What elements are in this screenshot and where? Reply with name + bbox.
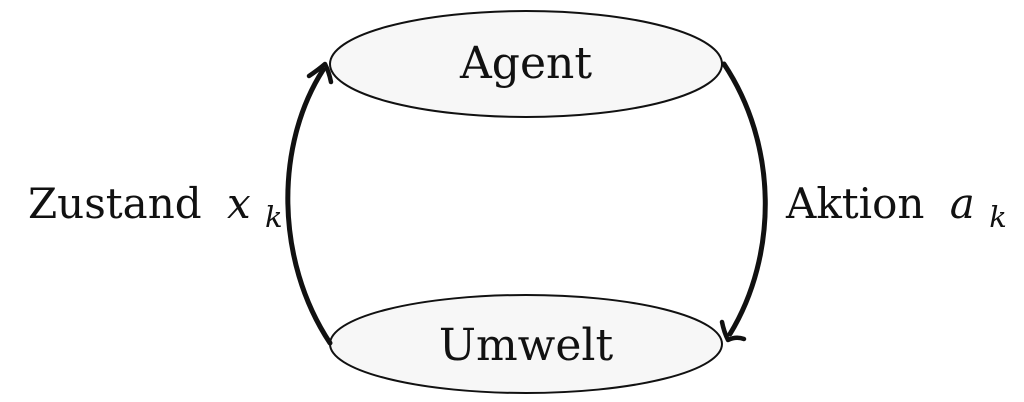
action-arrow	[719, 61, 768, 343]
action-arrow-line	[721, 61, 768, 337]
state-label-variable: x	[227, 179, 251, 228]
action-label-variable: a	[950, 179, 975, 228]
action-label: Aktion a k	[785, 179, 1007, 234]
state-label: Zustand x k	[28, 179, 283, 234]
agent-node: Agent	[329, 10, 723, 118]
environment-node: Umwelt	[329, 294, 723, 394]
state-arrow	[285, 61, 334, 346]
action-arrowhead-icon	[719, 319, 747, 343]
action-label-subscript: k	[989, 200, 1007, 234]
environment-label: Umwelt	[439, 320, 614, 371]
action-label-word: Aktion	[785, 179, 924, 228]
state-arrow-line	[285, 67, 333, 346]
state-label-word: Zustand	[28, 179, 202, 228]
state-arrowhead-icon	[306, 61, 334, 85]
agent-label: Agent	[459, 38, 592, 89]
state-label-subscript: k	[265, 200, 283, 234]
